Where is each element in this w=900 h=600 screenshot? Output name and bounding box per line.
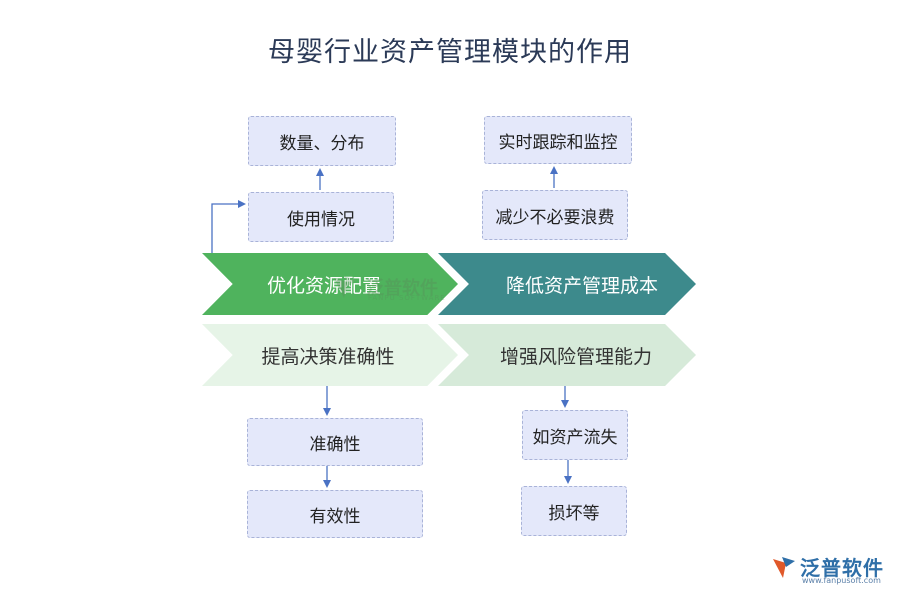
box-realtime-tracking-label: 实时跟踪和监控 <box>498 132 618 153</box>
box-accuracy: 准确性 <box>247 418 423 466</box>
box-accuracy-label: 准确性 <box>309 434 361 455</box>
chevron-decision-accuracy: 提高决策准确性 <box>202 324 458 386</box>
box-damage-label: 损坏等 <box>548 503 600 524</box>
brand-logo-text: 泛普软件 <box>800 556 884 580</box>
page-title: 母婴行业资产管理模块的作用 <box>268 37 632 68</box>
box-reduce-waste-label: 减少不必要浪费 <box>495 207 615 228</box>
box-usage-label: 使用情况 <box>287 209 355 230</box>
brand-logo-url: www.fanpusoft.com <box>802 576 881 585</box>
box-quantity-distribution: 数量、分布 <box>248 116 396 166</box>
chevron-risk-management: 增强风险管理能力 <box>438 324 696 386</box>
chevron-optimize-resources-label: 优化资源配置 <box>266 274 381 297</box>
box-usage: 使用情况 <box>248 192 394 242</box>
box-realtime-tracking: 实时跟踪和监控 <box>484 116 632 164</box>
chevron-optimize-resources: 优化资源配置 <box>202 253 458 315</box>
box-asset-loss: 如资产流失 <box>522 410 628 460</box>
chevron-decision-accuracy-label: 提高决策准确性 <box>261 345 395 368</box>
box-quantity-distribution-label: 数量、分布 <box>279 133 365 154</box>
box-asset-loss-label: 如资产流失 <box>532 427 618 448</box>
box-damage: 损坏等 <box>521 486 627 536</box>
brand-logo-icon <box>773 557 795 578</box>
brand-logo: 泛普软件 www.fanpusoft.com <box>770 552 890 585</box>
chevron-risk-management-label: 增强风险管理能力 <box>499 345 652 368</box>
arrow-optimize-to-usage <box>211 200 246 253</box>
chevron-reduce-cost: 降低资产管理成本 <box>438 253 696 315</box>
box-effectiveness-label: 有效性 <box>309 506 361 527</box>
chevron-reduce-cost-label: 降低资产管理成本 <box>505 274 658 297</box>
box-effectiveness: 有效性 <box>247 490 423 538</box>
box-reduce-waste: 减少不必要浪费 <box>482 190 628 240</box>
